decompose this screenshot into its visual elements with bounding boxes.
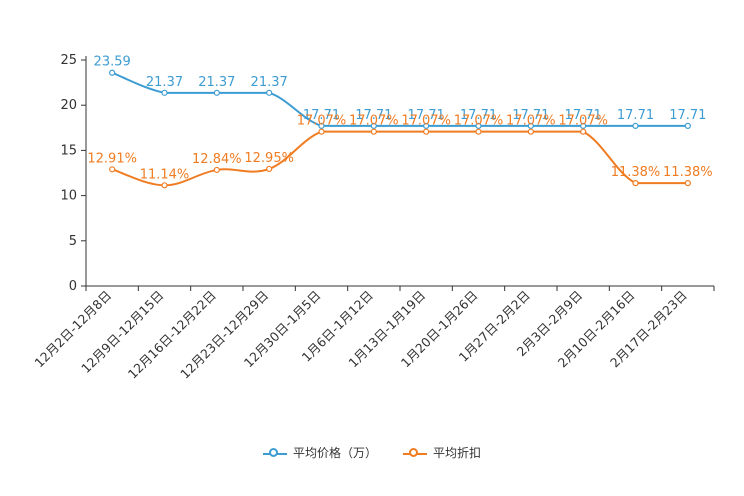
series-1-point bbox=[475, 128, 482, 135]
series-0-point bbox=[580, 122, 587, 130]
series-0-point bbox=[370, 122, 377, 130]
series-1-point bbox=[370, 128, 377, 135]
series-0-point bbox=[423, 122, 430, 130]
series-0-data-label: 17.71 bbox=[669, 108, 706, 123]
series-1-point bbox=[423, 128, 430, 135]
x-tick-label: 12月23日-12月29日 bbox=[177, 288, 271, 382]
series-1-data-label: 17.07% bbox=[506, 114, 556, 129]
series-0-data-label: 21.37 bbox=[146, 75, 183, 90]
series-0-point bbox=[527, 122, 534, 130]
y-tick-label: 5 bbox=[69, 234, 77, 249]
series-0-data-label: 21.37 bbox=[251, 75, 288, 90]
legend-price-label: 平均价格（万） bbox=[292, 446, 377, 460]
series-0-data-label: 17.71 bbox=[355, 108, 392, 123]
series-0-data-label: 17.71 bbox=[303, 108, 340, 123]
series-0-point bbox=[161, 89, 168, 96]
series-1-point bbox=[580, 128, 587, 135]
series-1-point bbox=[318, 128, 325, 135]
y-tick-label: 20 bbox=[60, 98, 77, 113]
series-1-point bbox=[632, 180, 639, 187]
y-tick-label: 0 bbox=[69, 279, 77, 294]
series-1-data-label: 17.07% bbox=[297, 114, 347, 129]
series-1-point bbox=[266, 165, 273, 173]
y-tick-label: 25 bbox=[60, 53, 77, 68]
series-0-data-label: 17.71 bbox=[512, 108, 549, 123]
series-1-point bbox=[684, 180, 691, 187]
series-0-point bbox=[684, 122, 691, 130]
series-1-data-label: 17.07% bbox=[349, 114, 399, 129]
series-1-point bbox=[213, 166, 220, 174]
series-0-data-label: 17.71 bbox=[565, 108, 602, 123]
series-0-point bbox=[109, 69, 116, 76]
legend: 平均价格（万） 平均折扣 bbox=[0, 444, 744, 461]
x-tick-label: 12月16日-12月22日 bbox=[125, 288, 219, 382]
series-0-point bbox=[632, 122, 639, 130]
legend-price-swatch-icon bbox=[262, 446, 287, 460]
series-1-data-label: 17.07% bbox=[401, 114, 451, 129]
y-tick-label: 10 bbox=[60, 189, 77, 204]
series-1-point bbox=[161, 182, 168, 189]
series-1-data-label: 17.07% bbox=[454, 114, 504, 129]
series-1-data-label: 12.84% bbox=[192, 152, 242, 167]
series-0-point bbox=[318, 122, 325, 130]
series-1-data-label: 11.14% bbox=[140, 167, 190, 182]
series-0-point bbox=[475, 122, 482, 130]
series-0-data-label: 23.59 bbox=[94, 55, 131, 70]
series-1-data-label: 17.07% bbox=[558, 114, 608, 129]
series-1-point bbox=[109, 166, 116, 173]
series-line-0 bbox=[111, 71, 688, 127]
series-1-point bbox=[527, 128, 534, 135]
legend-item-price[interactable]: 平均价格（万） bbox=[262, 444, 377, 461]
series-0-data-label: 17.71 bbox=[617, 108, 654, 123]
line-chart: 051015202512月2日-12月8日12月9日-12月15日12月16日-… bbox=[31, 53, 715, 382]
series-0-data-label: 21.37 bbox=[198, 75, 235, 90]
legend-item-discount[interactable]: 平均折扣 bbox=[403, 444, 481, 461]
series-1-data-label: 12.95% bbox=[244, 151, 294, 166]
series-0-point bbox=[266, 89, 273, 96]
series-0-point bbox=[213, 89, 220, 96]
legend-discount-swatch-icon bbox=[403, 446, 427, 460]
series-1-data-label: 12.91% bbox=[87, 151, 137, 166]
series-1-data-label: 11.38% bbox=[611, 165, 661, 180]
series-1-data-label: 11.38% bbox=[663, 165, 713, 180]
series-0-data-label: 17.71 bbox=[408, 108, 445, 123]
series-0-data-label: 17.71 bbox=[460, 108, 497, 123]
y-tick-label: 15 bbox=[60, 143, 77, 158]
legend-discount-label: 平均折扣 bbox=[433, 446, 482, 460]
